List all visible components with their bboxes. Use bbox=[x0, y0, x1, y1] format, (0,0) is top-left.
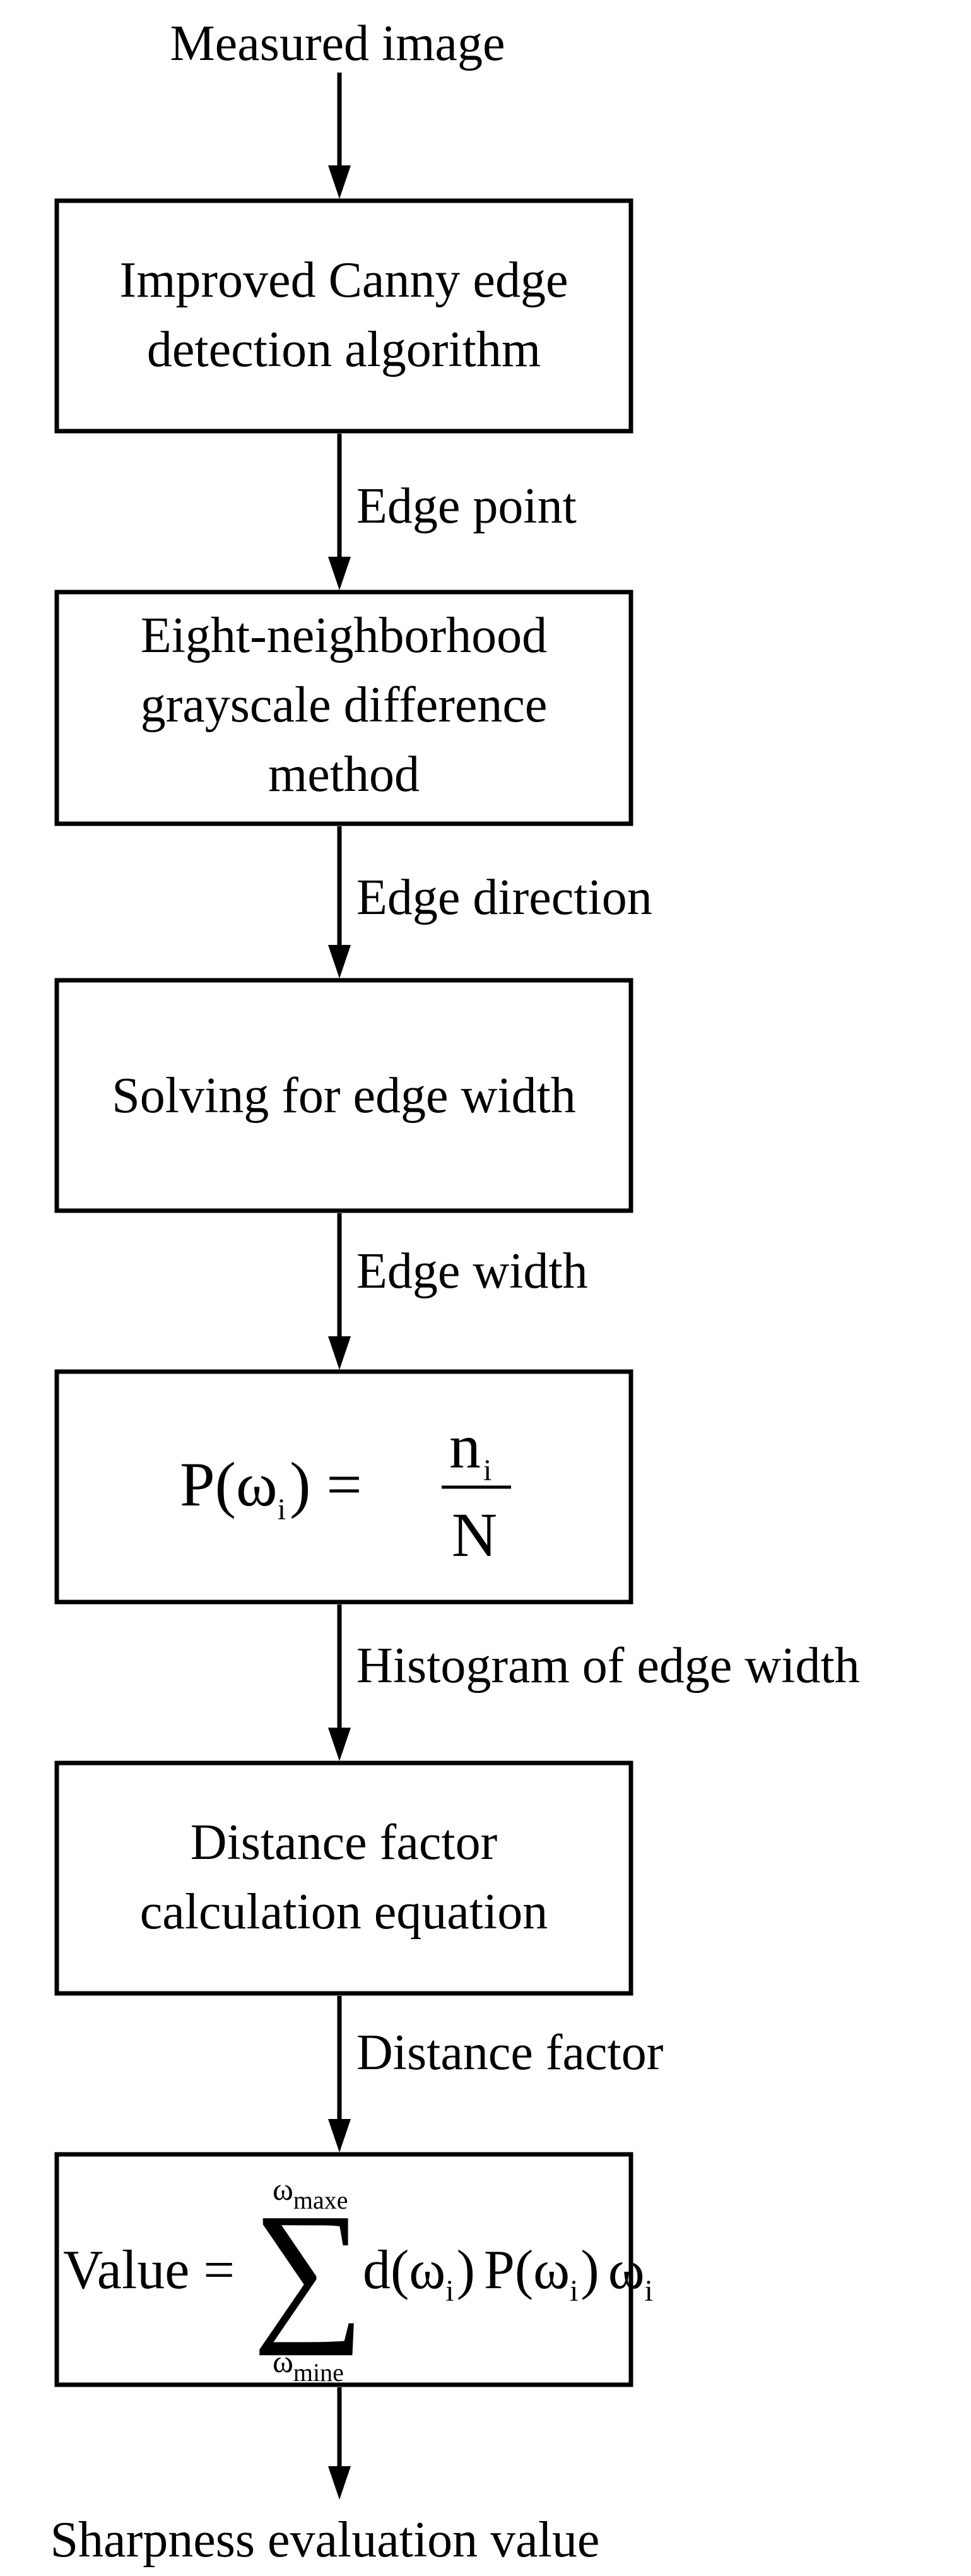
term-d-close: ) bbox=[457, 2240, 475, 2301]
sum-symbol: ∑ bbox=[252, 2181, 365, 2356]
arrow-edge-width bbox=[328, 1213, 351, 1370]
svg-text:ωmine: ωmine bbox=[273, 2344, 344, 2387]
upper-limit: ω bbox=[273, 2171, 293, 2207]
arrow-edge-point bbox=[328, 434, 351, 590]
term-d-subscript: i bbox=[445, 2274, 454, 2308]
formula-numerator: n bbox=[449, 1411, 481, 1481]
formula-lhs-fn: P(ω bbox=[180, 1449, 278, 1519]
term-p-subscript: i bbox=[570, 2274, 578, 2308]
step-canny-edge-detection: Improved Canny edge detection algorithm bbox=[54, 198, 633, 434]
svg-text:ωmaxe: ωmaxe bbox=[273, 2171, 348, 2214]
term-omega-subscript: i bbox=[645, 2274, 653, 2308]
term-d: d(ω bbox=[363, 2240, 445, 2301]
svg-text:ni: ni bbox=[449, 1411, 491, 1487]
svg-text:P(ωi) =: P(ωi) = bbox=[180, 1449, 362, 1526]
arrow-histogram bbox=[328, 1605, 351, 1761]
step-eight-neighborhood: Eight-neighborhood grayscale difference … bbox=[54, 590, 633, 826]
step-label-line: Solving for edge width bbox=[112, 1068, 575, 1124]
term-p: P(ω bbox=[484, 2240, 570, 2301]
value-formula: Value = ∑ ωmaxe ωmine d(ωi)P(ωi)ωi bbox=[63, 2171, 653, 2387]
term-omega: ω bbox=[608, 2240, 645, 2301]
formula-denominator: N bbox=[452, 1500, 497, 1570]
formula-numerator-subscript: i bbox=[483, 1454, 491, 1487]
arrow-distance-factor bbox=[328, 1996, 351, 2152]
output-label: Sharpness evaluation value bbox=[50, 2512, 600, 2568]
upper-limit-subscript: maxe bbox=[293, 2186, 348, 2214]
step-label-line: detection algorithm bbox=[147, 322, 541, 377]
step-value-summation: Value = ∑ ωmaxe ωmine d(ωi)P(ωi)ωi bbox=[54, 2152, 653, 2387]
lower-limit: ω bbox=[273, 2344, 293, 2379]
probability-formula: P(ωi) = ni N bbox=[180, 1411, 511, 1570]
lower-limit-subscript: mine bbox=[293, 2358, 344, 2387]
step-label-line: grayscale difference bbox=[141, 677, 548, 733]
step-label-line: Improved Canny edge bbox=[120, 252, 568, 308]
arrow-input bbox=[328, 73, 351, 199]
edge-label-edge-direction: Edge direction bbox=[356, 870, 652, 925]
input-label: Measured image bbox=[170, 16, 505, 71]
edge-label-edge-point: Edge point bbox=[356, 478, 577, 534]
edge-label-edge-width: Edge width bbox=[356, 1243, 588, 1299]
step-distance-factor-equation: Distance factor calculation equation bbox=[54, 1760, 633, 1996]
step-label-line: Distance factor bbox=[191, 1815, 497, 1870]
step-label-line: calculation equation bbox=[140, 1884, 548, 1940]
term-p-close: ) bbox=[580, 2240, 599, 2301]
step-label-line: Eight-neighborhood bbox=[141, 608, 547, 663]
formula-value-lhs: Value = bbox=[63, 2240, 235, 2301]
step-solving-edge-width: Solving for edge width bbox=[54, 978, 633, 1213]
formula-lhs-subscript: i bbox=[278, 1493, 286, 1526]
formula-lhs-close: ) = bbox=[290, 1449, 362, 1519]
step-label-line: method bbox=[268, 747, 420, 802]
arrow-output bbox=[328, 2387, 351, 2500]
step-probability-equation: P(ωi) = ni N bbox=[54, 1369, 633, 1605]
svg-text:d(ωi)P(ωi)ωi: d(ωi)P(ωi)ωi bbox=[363, 2240, 653, 2308]
edge-label-histogram: Histogram of edge width bbox=[356, 1638, 860, 1694]
edge-label-distance-factor: Distance factor bbox=[356, 2025, 663, 2080]
arrow-edge-direction bbox=[328, 826, 351, 978]
